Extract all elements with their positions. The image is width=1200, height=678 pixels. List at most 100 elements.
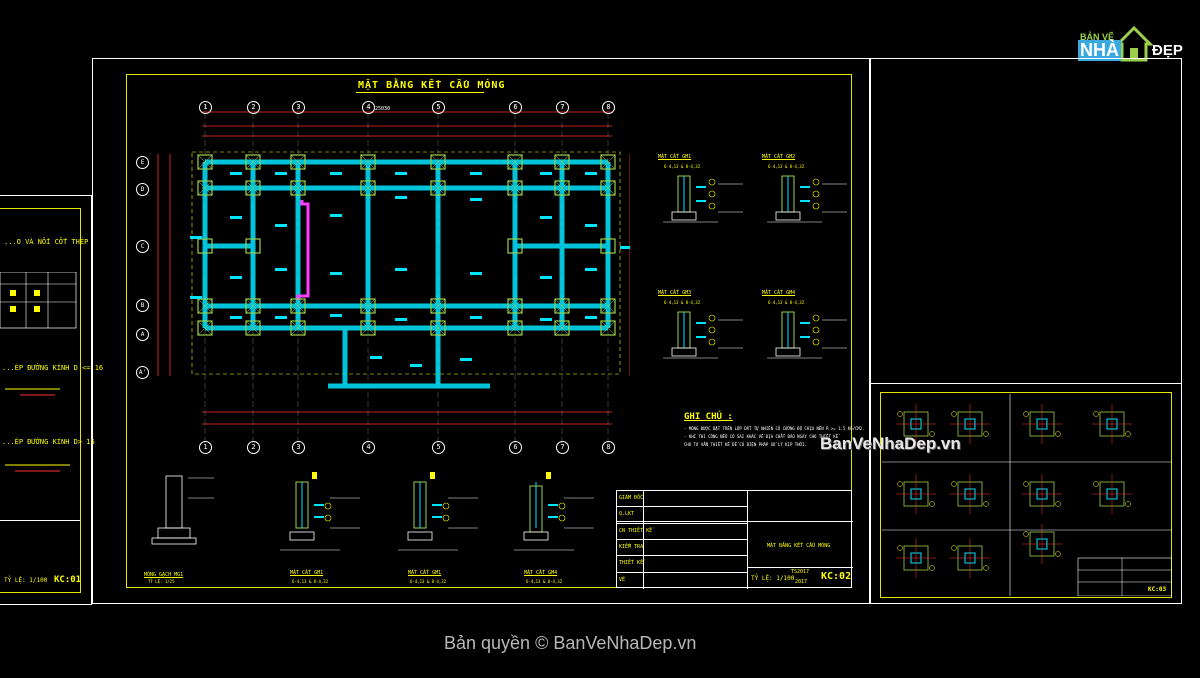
footing (507, 154, 523, 170)
bottom-section-sub: TỶ LỆ: 1/25 (148, 579, 175, 584)
grid-bubble-bottom: 4 (362, 441, 375, 454)
footing (197, 298, 213, 314)
bottom-section-drawing (280, 472, 360, 551)
section-sub: 6-4,13 & 8-4,32 (768, 300, 805, 305)
footing (245, 320, 261, 336)
rebar-label (230, 276, 242, 279)
footing (197, 154, 213, 170)
title-block-row-label: THIẾT KẾ (619, 560, 644, 567)
main-title-underline (356, 92, 484, 93)
title-block-row-label: CN THIẾT KẾ (619, 527, 653, 534)
left-sheet-table (0, 271, 78, 332)
left-sheet-line1: ...ÉP ĐƯỜNG KÍNH D <= 16 (2, 364, 104, 372)
footing (554, 180, 570, 196)
title-block-row: KIỂM TRA (617, 540, 747, 557)
footing (360, 154, 376, 170)
title-block-sheet-no: KC:02 (821, 571, 852, 582)
section-label: MẶT CẮT GM3 (658, 290, 692, 296)
house-logo-icon (1114, 25, 1154, 62)
section-label: MẶT CẮT GM4 (762, 290, 796, 296)
rebar-label (470, 272, 482, 275)
footing (507, 180, 523, 196)
footing (360, 320, 376, 336)
rebar-label (540, 276, 552, 279)
footing (600, 180, 616, 196)
bottom-section-detail: MẶT CẮT GM4 6-4,13 & 8-4,32 (514, 468, 624, 586)
rebar-label (330, 214, 342, 217)
footing (430, 180, 446, 196)
rebar-label (330, 272, 342, 275)
foundation-plan (157, 104, 630, 446)
footing (245, 298, 261, 314)
rebar-label (585, 172, 597, 175)
rebar-label (470, 172, 482, 175)
footing (197, 320, 213, 336)
footing (290, 180, 306, 196)
grid-bubble-top: 2 (247, 101, 260, 114)
left-sheet (0, 195, 92, 605)
footing (197, 238, 213, 254)
copyright-notice: Bản quyền © BanVeNhaDep.vn (444, 633, 697, 653)
left-sheet-no: KC:01 (54, 575, 82, 585)
title-block-year: 2017 (795, 579, 808, 585)
section-label: MẶT CẮT GM2 (762, 154, 796, 160)
title-block-row: Q.LKT (617, 507, 747, 524)
bottom-section-drawing (514, 472, 594, 551)
rebar-label (470, 198, 482, 201)
title-block-row: GIÁM ĐỐC (617, 491, 747, 508)
rebar-label (540, 172, 552, 175)
grid-bubble-left: B (136, 299, 149, 312)
rebar-label (190, 296, 202, 299)
rebar-label (275, 172, 287, 175)
right-upper-sheet (870, 58, 1182, 384)
footing (600, 154, 616, 170)
title-block-row: THIẾT KẾ (617, 556, 747, 573)
section-drawing (663, 175, 743, 223)
section-drawing (663, 311, 743, 359)
rebar-label (395, 268, 407, 271)
rebar-label (395, 172, 407, 175)
footing (360, 298, 376, 314)
section-sub: 6-4,13 & 8-4,32 (664, 300, 701, 305)
rebar-label (410, 364, 422, 367)
bottom-section-sub: 6-4,13 & 8-4,32 (526, 579, 563, 584)
footing (430, 320, 446, 336)
bottom-section-label: MẶT CẮT GM4 (524, 570, 558, 576)
left-sheet-frame (0, 208, 81, 593)
grid-bubble-left: A (136, 328, 149, 341)
sections-right: MẶT CẮT GM1 6-4,13 & 8-4,32 MẶT CẮT GM2 … (650, 150, 850, 370)
section-sub: 6-4,13 & 8-4,32 (664, 164, 701, 169)
note-2: - KHI THI CÔNG NẾU CÓ SAI KHÁC VỀ ĐỊA CH… (684, 434, 839, 439)
section-detail: MẶT CẮT GM4 6-4,13 & 8-4,32 (762, 290, 857, 370)
rebar-label (395, 318, 407, 321)
bottom-section-detail: MẶT CẮT GM1 6-4,13 & 8-4,32 (398, 468, 508, 586)
rebar-label (275, 268, 287, 271)
title-block-row-label: GIÁM ĐỐC (619, 495, 644, 501)
bottom-section-drawing (398, 472, 478, 551)
bottom-section-label: MẶT CẮT GM1 (408, 570, 442, 576)
footing (245, 238, 261, 254)
right-sheet-details (882, 394, 1172, 596)
footing (290, 320, 306, 336)
grid-bubble-bottom: 5 (432, 441, 445, 454)
footing (554, 154, 570, 170)
bottom-section-label: MẶT CẮT GM1 (290, 570, 324, 576)
footing (245, 154, 261, 170)
bottom-section-detail: MẶT CẮT GM1 6-4,13 & 8-4,32 (280, 468, 390, 586)
grid-bubble-top: 7 (556, 101, 569, 114)
left-sheet-details (5, 388, 70, 472)
grid-bubble-bottom: 2 (247, 441, 260, 454)
left-sheet-heading: ...O VÀ NỐI CỐT THÉP (4, 238, 89, 246)
rebar-label (370, 356, 382, 359)
title-block-code: TS2017 (791, 569, 810, 575)
rebar-label (330, 314, 342, 317)
grid-bubble-top: 4 (362, 101, 375, 114)
main-title-block: GIÁM ĐỐC Q.LKT CN THIẾT KẾ KIỂM TRA THIẾ… (616, 490, 853, 589)
title-block-scale: TỶ LỆ: 1/100 (751, 575, 795, 582)
rebar-label (620, 246, 630, 249)
footing (360, 180, 376, 196)
footing (290, 298, 306, 314)
grid-bubble-top: 5 (432, 101, 445, 114)
footing (554, 298, 570, 314)
main-sheet (92, 58, 870, 604)
